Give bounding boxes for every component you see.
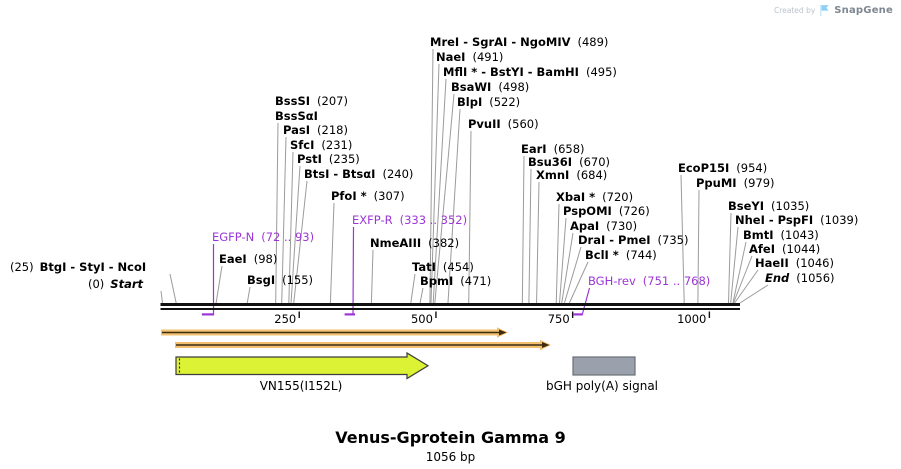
leader-line — [288, 151, 294, 304]
leader-line — [290, 165, 301, 304]
leader-line — [555, 203, 560, 304]
enzyme-site-label-bsss-i[interactable]: BssSαI — [275, 109, 318, 123]
ruler-label: 250 — [274, 312, 296, 326]
leader-line — [536, 181, 540, 304]
leader-line — [568, 261, 589, 304]
leader-line — [434, 93, 455, 304]
leader-line — [215, 265, 223, 304]
feature-box-bgh-polya[interactable] — [572, 356, 636, 376]
enzyme-site-label-xbai-[interactable]: XbaI *(720) — [556, 190, 633, 204]
enzyme-site-label-pvuii[interactable]: PvuII(560) — [468, 117, 539, 131]
enzyme-site-label-bsssi[interactable]: BssSI(207) — [275, 94, 348, 108]
enzyme-site-label-bsawi[interactable]: BsaWI(498) — [451, 80, 529, 94]
primer-label-egfp-n[interactable]: EGFP-N(72 .. 93) — [212, 230, 314, 244]
leader-line — [447, 108, 461, 304]
map-title: Venus-Gprotein Gamma 9 — [335, 428, 566, 447]
enzyme-site-label-bsu36i[interactable]: Bsu36I(670) — [528, 155, 610, 169]
leader-line — [563, 246, 582, 304]
primer-label-bgh-rev[interactable]: BGH-rev(751 .. 768) — [588, 274, 710, 288]
enzyme-site-label-ecop15i[interactable]: EcoP15I(954) — [678, 161, 767, 175]
enzyme-site-label-psti[interactable]: PstI(235) — [297, 152, 360, 166]
enzyme-site-label-nhei-pspfi[interactable]: NheI - PspFI(1039) — [735, 213, 858, 227]
enzyme-site-label-bmti[interactable]: BmtI(1043) — [743, 228, 819, 242]
leader-line — [732, 241, 747, 304]
enzyme-site-label-sfci[interactable]: SfcI(231) — [290, 138, 352, 152]
leader-line — [734, 269, 759, 304]
enzyme-site-label-pspomi[interactable]: PspOMI(726) — [563, 204, 650, 218]
orf-arrow-1[interactable] — [161, 327, 508, 338]
leader-line — [739, 284, 769, 304]
leader-line — [329, 202, 335, 304]
credit: Created by SnapGene — [774, 4, 893, 17]
enzyme-site-label-pfoi-[interactable]: PfoI *(307) — [331, 189, 405, 203]
credit-brand: SnapGene — [834, 5, 893, 16]
map-length: 1056 bp — [425, 450, 476, 464]
primer-bar-exfp-r[interactable] — [344, 313, 355, 316]
enzyme-site-label-pasi[interactable]: PasI(218) — [283, 123, 348, 137]
leader-line — [275, 122, 279, 304]
enzyme-site-label-bcli-[interactable]: BclI *(744) — [585, 248, 657, 262]
feature-label-vn155: VN155(I152L) — [260, 379, 343, 393]
feature-label-bgh-polya: bGH poly(A) signal — [546, 379, 658, 393]
enzyme-site-label-mfli-bstyi-bamhi[interactable]: MflI * - BstYI - BamHI(495) — [443, 65, 617, 79]
enzyme-site-label-tati[interactable]: TatI(454) — [412, 260, 474, 274]
sequence-line-top — [160, 303, 740, 306]
enzyme-site-label-nmeaiii[interactable]: NmeAIII(382) — [370, 236, 459, 250]
credit-prefix: Created by — [774, 6, 816, 15]
enzyme-site-label-start[interactable]: (0)Start — [88, 277, 144, 291]
enzyme-site-label-bpmi[interactable]: BpmI(471) — [420, 274, 491, 288]
leader-line — [169, 273, 177, 304]
enzyme-site-label-btgi-styi-ncoi[interactable]: (25)BtgI - StyI - NcoI — [10, 260, 146, 274]
leader-line — [293, 180, 308, 304]
leader-line — [521, 155, 525, 304]
leader-line — [430, 63, 440, 304]
enzyme-site-label-bsgi[interactable]: BsgI(155) — [247, 273, 313, 287]
leader-line — [432, 78, 447, 304]
enzyme-site-label-blpi[interactable]: BlpI(522) — [457, 95, 520, 109]
leader-line — [419, 287, 424, 304]
enzyme-site-label-haeii[interactable]: HaeII(1046) — [755, 256, 834, 270]
leader-line — [561, 232, 574, 304]
leader-line — [468, 130, 472, 304]
leader-line — [246, 286, 251, 304]
primer-leader-line — [581, 287, 591, 316]
orf-arrow-2[interactable] — [175, 339, 551, 351]
leader-line — [429, 48, 434, 304]
leader-line — [528, 168, 532, 304]
leader-line — [281, 136, 287, 304]
primer-bar-bgh-rev[interactable] — [573, 313, 583, 316]
leader-line — [370, 249, 374, 304]
enzyme-site-label-apai[interactable]: ApaI(730) — [570, 219, 637, 233]
feature-arrow-vn155[interactable] — [175, 351, 430, 380]
enzyme-site-label-xmni[interactable]: XmnI(684) — [536, 168, 607, 182]
enzyme-site-label-mrei-sgrai-ngomiv[interactable]: MreI - SgrAI - NgoMIV(489) — [430, 35, 608, 49]
title-block: Venus-Gprotein Gamma 9 1056 bp — [0, 428, 901, 464]
enzyme-site-label-eari[interactable]: EarI(658) — [521, 142, 585, 156]
snapgene-flag-icon — [820, 4, 829, 17]
leader-line — [728, 212, 732, 304]
leader-line — [697, 189, 700, 304]
leader-line — [410, 273, 416, 304]
leader-line — [680, 174, 685, 304]
enzyme-site-label-afei[interactable]: AfeI(1044) — [749, 242, 820, 256]
enzyme-site-label-btsi-bts-i[interactable]: BtsI - BtsαI(240) — [304, 167, 413, 181]
primer-bar-egfp-n[interactable] — [201, 313, 214, 316]
leader-line — [730, 226, 739, 304]
primer-leader-line — [352, 226, 355, 316]
enzyme-site-label-eaei[interactable]: EaeI(98) — [219, 252, 277, 266]
ruler-label: 1000 — [677, 312, 706, 326]
sequence-line-bottom — [160, 308, 740, 310]
leader-line — [559, 217, 567, 304]
enzyme-site-label-end[interactable]: End(1056) — [765, 271, 835, 285]
enzyme-site-label-ppumi[interactable]: PpuMI(979) — [696, 176, 775, 190]
ruler-label: 750 — [548, 312, 570, 326]
primer-label-exfp-r[interactable]: EXFP-R(333 .. 352) — [352, 213, 467, 227]
enzyme-site-label-bseyi[interactable]: BseYI(1035) — [728, 199, 809, 213]
ruler-label: 500 — [411, 312, 433, 326]
leader-line — [160, 290, 163, 304]
enzyme-site-label-naei[interactable]: NaeI(491) — [436, 50, 503, 64]
leader-line — [732, 255, 753, 304]
enzyme-site-label-drai-pmei[interactable]: DraI - PmeI(735) — [578, 233, 688, 247]
